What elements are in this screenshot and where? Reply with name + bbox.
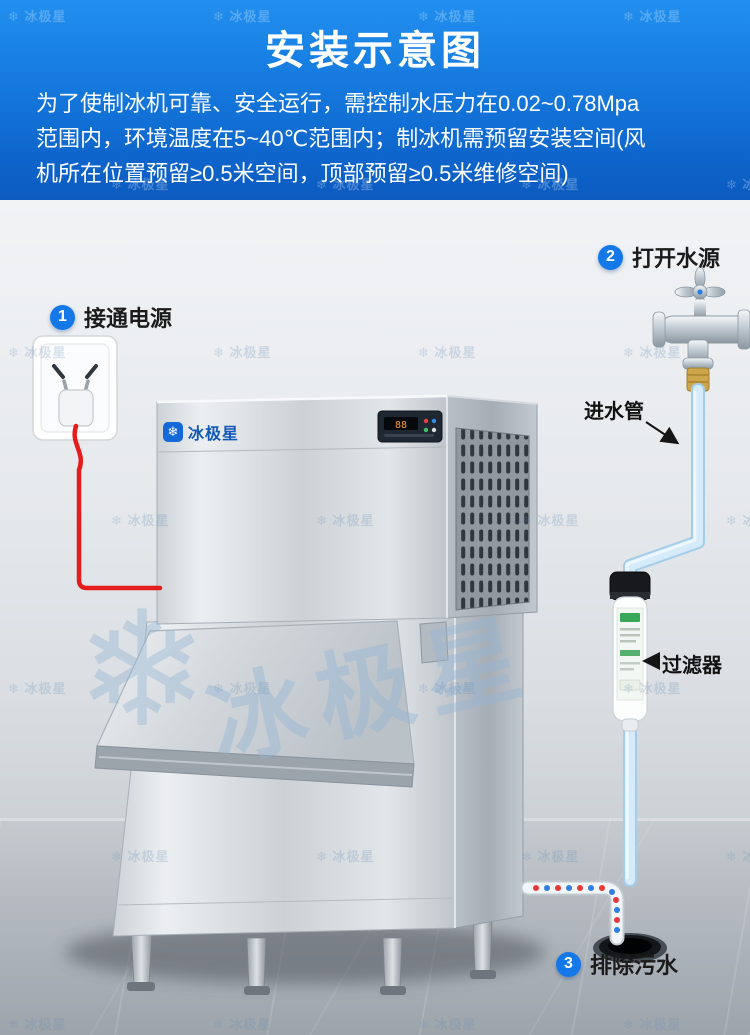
power-outlet	[32, 335, 118, 441]
ice-maker-head: 88	[156, 394, 538, 625]
inlet-pipe-arrow	[645, 421, 680, 445]
step-3-badge: 3	[556, 951, 581, 977]
installation-notes: 为了使制冰机可靠、安全运行，需控制水压力在0.02~0.78Mpa 范围内，环境…	[0, 86, 750, 191]
machine-brand-logo: ❄ 冰极星	[163, 420, 239, 444]
faucet	[652, 266, 750, 392]
door-hinge	[419, 621, 449, 664]
brand-snowflake-icon: ❄	[163, 422, 183, 442]
header: 安装示意图 为了使制冰机可靠、安全运行，需控制水压力在0.02~0.78Mpa …	[0, 0, 750, 200]
storage-bin	[94, 608, 524, 937]
water-filter	[609, 571, 651, 732]
step-2-label: 打开水源	[632, 246, 721, 271]
power-plug	[58, 379, 94, 427]
panel-display: 88	[395, 420, 407, 431]
step-drain-waste: 3 排除污水	[556, 948, 678, 980]
note-line-1: 为了使制冰机可靠、安全运行，需控制水压力在0.02~0.78Mpa	[36, 91, 640, 116]
ice-machine: 88	[94, 394, 538, 995]
note-line-3: 机所在位置预留≥0.5米空间，顶部预留≥0.5米维修空间)	[36, 161, 569, 186]
machine-legs	[127, 919, 496, 995]
note-line-2: 范围内，环境温度在5~40℃范围内；制冰机需预留安装空间(风	[36, 126, 646, 151]
page-title: 安装示意图	[265, 29, 485, 73]
drain-hose-dots	[533, 885, 620, 933]
step-open-water: 2 打开水源	[598, 241, 720, 273]
step-3-label: 排除污水	[590, 953, 679, 978]
brand-name: 冰极星	[188, 426, 240, 443]
inlet-pipe-label: 进水管	[584, 401, 644, 423]
step-connect-power: 1 接通电源	[50, 301, 172, 333]
drain-hose	[520, 880, 625, 946]
bin-door	[94, 620, 415, 788]
fan-grille	[455, 427, 530, 611]
machine-shadow	[65, 920, 545, 984]
control-panel: 88	[377, 410, 443, 443]
step-1-label: 接通电源	[84, 306, 173, 331]
brass-adapter	[686, 367, 710, 392]
power-wire	[72, 423, 163, 591]
filter-label: 过滤器	[662, 655, 722, 677]
step-2-badge: 2	[598, 244, 623, 270]
step-1-badge: 1	[50, 304, 75, 330]
